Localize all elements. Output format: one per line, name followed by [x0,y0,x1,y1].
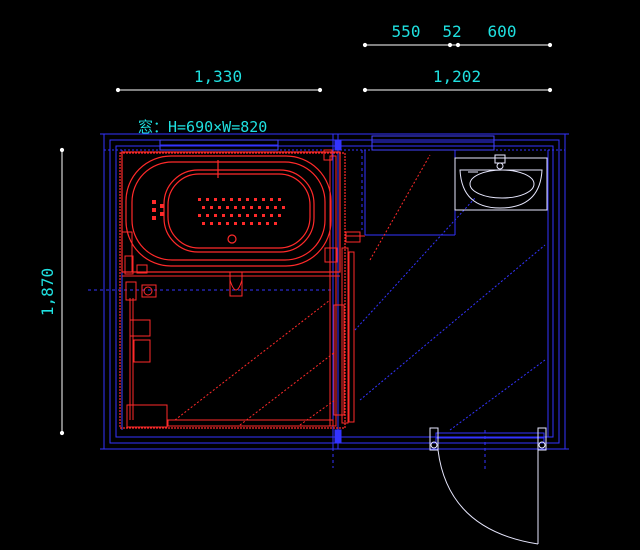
reference-lines [88,150,486,470]
washbasin [454,154,548,211]
entrance-door [429,427,547,545]
dimension-label-1330: 1,330 [194,67,242,86]
dimension-label-550: 550 [392,22,421,41]
dimension-label-600: 600 [488,22,517,41]
bath-door-frame [323,149,365,427]
floor-hatching [174,154,546,431]
bathtub-grip-dots [152,198,285,225]
window-note: 窓：H=690×W=820 [138,118,267,136]
shower-wall-fixtures [121,231,340,428]
dimension-label-1870: 1,870 [38,268,57,316]
corner-marks [100,133,569,450]
dimension-lines [59,42,553,436]
dimension-label-1202: 1,202 [433,67,481,86]
bathtub [119,151,346,429]
dimension-label-52: 52 [442,22,461,41]
